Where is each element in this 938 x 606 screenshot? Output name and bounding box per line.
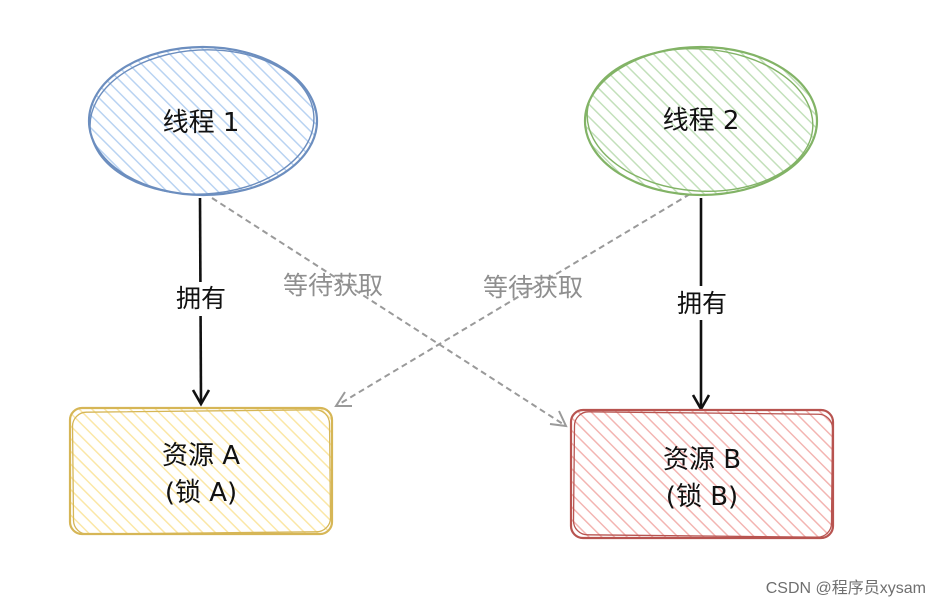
waits-label-thread-1: 等待获取 bbox=[283, 271, 383, 300]
edge-thread2-waits-resource-a bbox=[334, 193, 691, 407]
thread-2-label: 线程 2 bbox=[663, 106, 740, 136]
edge-thread1-waits-resource-b bbox=[211, 197, 568, 428]
watermark: CSDN @程序员xysam bbox=[765, 580, 926, 597]
arrowhead-icon bbox=[334, 391, 352, 407]
node-resource-a: 资源 A (锁 A) bbox=[68, 406, 334, 536]
waits-label-thread-2: 等待获取 bbox=[483, 273, 583, 302]
resource-a-title: 资源 A bbox=[162, 441, 240, 471]
arrowhead-icon bbox=[549, 410, 568, 428]
node-thread-1: 线程 1 bbox=[87, 45, 319, 197]
thread-1-label: 线程 1 bbox=[163, 108, 240, 138]
resource-a-lock: (锁 A) bbox=[165, 478, 237, 508]
resource-b-title: 资源 B bbox=[663, 445, 741, 475]
resource-b-lock: (锁 B) bbox=[666, 482, 738, 512]
owns-label-thread-2: 拥有 bbox=[677, 289, 727, 318]
node-thread-2: 线程 2 bbox=[583, 45, 819, 197]
arrowhead-icon bbox=[191, 389, 211, 407]
node-resource-b: 资源 B (锁 B) bbox=[569, 408, 835, 540]
owns-label-thread-1: 拥有 bbox=[176, 284, 226, 313]
